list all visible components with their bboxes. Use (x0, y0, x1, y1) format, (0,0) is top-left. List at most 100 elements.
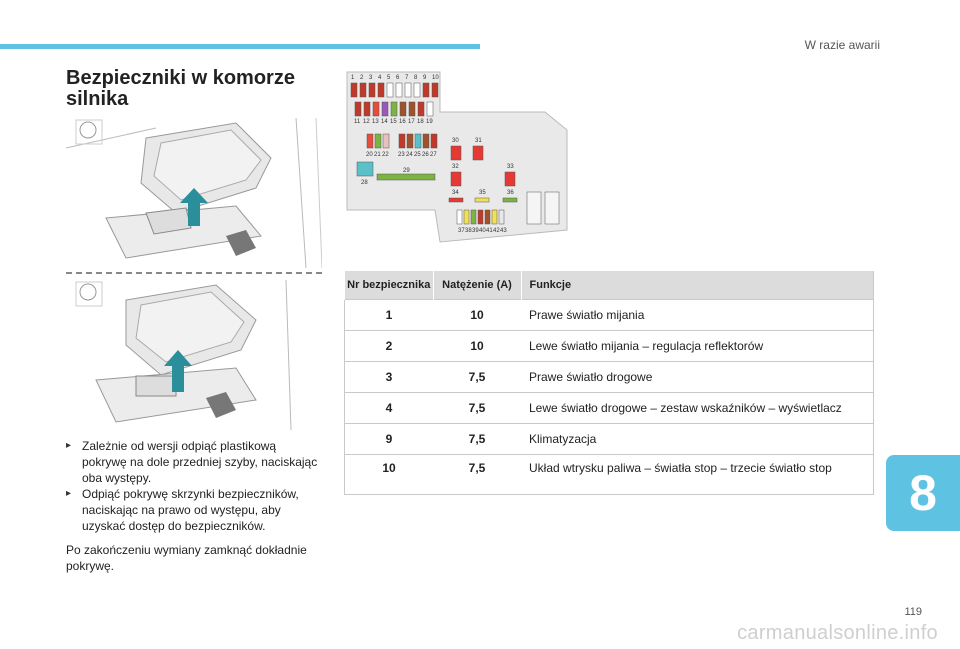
fuse (417, 101, 425, 117)
fuse-label: 7 (405, 75, 409, 81)
fuse (377, 82, 385, 98)
fuse (484, 209, 491, 225)
fuse-label: 1 (351, 75, 355, 81)
fuse-table: Nr bezpiecznika Natężenie (A) Funkcje 1 … (344, 271, 874, 495)
fuse-label: 26 (422, 152, 429, 158)
engine-bay-illustration-2 (66, 280, 322, 430)
engine-bay-illustration-1 (66, 118, 322, 268)
relay (544, 191, 560, 225)
fuse (395, 82, 403, 98)
fuse-function: Prawe światło mijania (521, 299, 874, 331)
instruction-bullet-1: ▸ Zależnie od wersji odpiąć plastikową p… (66, 438, 324, 486)
fuse-number: 1 (344, 299, 433, 331)
fuse-amperage: 7,5 (433, 454, 521, 495)
fuse (450, 171, 462, 187)
fuse-label: 3 (369, 75, 373, 81)
fuse-label: 23 (398, 152, 405, 158)
fuse-label: 37 (458, 228, 465, 234)
fuse-function: Lewe światło drogowe – zestaw wskaźników… (521, 392, 874, 424)
fuse-amperage: 7,5 (433, 423, 521, 455)
fuse-label: 15 (390, 119, 397, 125)
fuse-label: 8 (414, 75, 418, 81)
table-row: 9 7,5 Klimatyzacja (344, 423, 874, 455)
bullet-icon: ▸ (66, 488, 72, 499)
fuse (399, 101, 407, 117)
column-header-amperage: Natężenie (A) (432, 271, 521, 300)
bullet-icon: ▸ (66, 440, 72, 451)
fuse-label: 17 (408, 119, 415, 125)
fuse-label: 12 (363, 119, 370, 125)
column-header-number: Nr bezpiecznika (344, 271, 433, 300)
fuse-function: Prawe światło drogowe (521, 361, 874, 393)
fuse-function: Lewe światło mijania – regulacja reflekt… (521, 330, 874, 362)
fuse-label: 32 (452, 164, 459, 170)
fuse-label: 9 (423, 75, 427, 81)
fuse-label: 40 (479, 228, 486, 234)
chapter-tab (886, 455, 960, 531)
fuse (354, 101, 362, 117)
fuse-label: 42 (493, 228, 500, 234)
section-title: Bezpieczniki w komorze silnika (66, 68, 326, 110)
fuse-label: 27 (430, 152, 437, 158)
fuse (502, 197, 518, 203)
fuse-number: 9 (344, 423, 433, 455)
column-header-functions: Funkcje (520, 271, 874, 300)
fuse (390, 101, 398, 117)
fuse-label: 30 (452, 138, 459, 144)
fuse (366, 133, 374, 149)
fuse (456, 209, 463, 225)
section-title-line2: silnika (66, 88, 129, 110)
table-row: 2 10 Lewe światło mijania – regulacja re… (344, 330, 874, 362)
fuse-number: 4 (344, 392, 433, 424)
fuse (398, 133, 406, 149)
fuse (408, 101, 416, 117)
fuse (470, 209, 477, 225)
fuse (404, 82, 412, 98)
fuse-amperage: 10 (433, 330, 521, 362)
steering-wheel-icon (79, 121, 97, 139)
fuse-label: 14 (381, 119, 388, 125)
table-row: 4 7,5 Lewe światło drogowe – zestaw wska… (344, 392, 874, 424)
fuse-label: 43 (500, 228, 507, 234)
fuse (498, 209, 505, 225)
top-accent-bar (0, 44, 480, 49)
fuse (450, 145, 462, 161)
fuse (374, 133, 382, 149)
fuse-label: 2 (360, 75, 364, 81)
section-title-line1: Bezpieczniki w komorze (66, 67, 295, 89)
instruction-text-1: Zależnie od wersji odpiąć plastikową pok… (82, 439, 318, 485)
fuse (363, 101, 371, 117)
steering-wheel-icon (79, 283, 97, 301)
instructions: ▸ Zależnie od wersji odpiąć plastikową p… (66, 438, 324, 574)
fuse (422, 133, 430, 149)
fuse-label: 39 (472, 228, 479, 234)
fuse-label: 5 (387, 75, 391, 81)
fuse-label: 35 (479, 190, 486, 196)
fuse-label: 38 (465, 228, 472, 234)
fuse-label: 21 (374, 152, 381, 158)
fuse-label: 16 (399, 119, 406, 125)
instruction-bullet-2: ▸ Odpiąć pokrywę skrzynki bezpieczników,… (66, 486, 324, 534)
fuse (413, 82, 421, 98)
fuse-function: Klimatyzacja (521, 423, 874, 455)
fuse-label: 4 (378, 75, 382, 81)
fuse-label: 29 (403, 168, 410, 174)
fuse (431, 82, 439, 98)
fuse-amperage: 7,5 (433, 361, 521, 393)
watermark: carmanualsonline.info (737, 622, 938, 644)
fuse (491, 209, 498, 225)
table-row: 10 7,5 Układ wtrysku paliwa – światła st… (344, 454, 874, 495)
fuse-label: 22 (382, 152, 389, 158)
fuse-label: 10 (432, 75, 439, 81)
fuse-label: 19 (426, 119, 433, 125)
table-row: 1 10 Prawe światło mijania (344, 299, 874, 331)
fuse-amperage: 7,5 (433, 392, 521, 424)
fuse (356, 161, 374, 177)
fuse (386, 82, 394, 98)
fuse-amperage: 10 (433, 299, 521, 331)
fuse (376, 173, 436, 181)
fuse-label: 6 (396, 75, 400, 81)
fuse (382, 133, 390, 149)
fuse-number: 2 (344, 330, 433, 362)
